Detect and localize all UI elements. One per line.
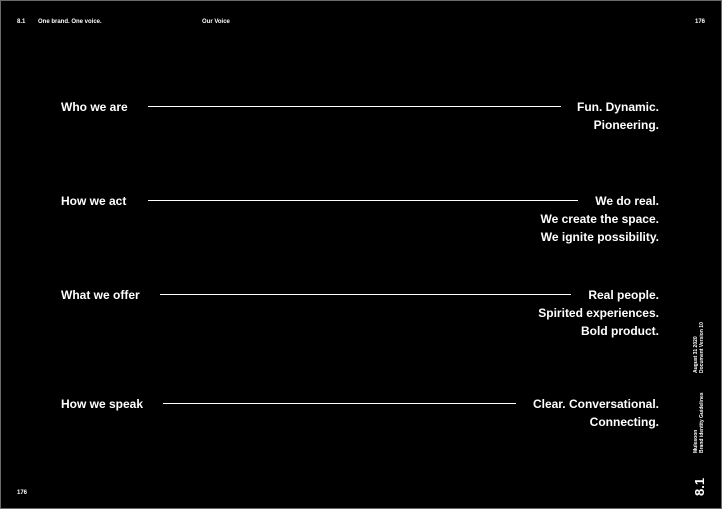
row-value-line: Clear. Conversational.: [532, 397, 659, 411]
row-label-who-we-are: Who we are: [61, 100, 128, 114]
sidebar-section-number: 8.1: [692, 477, 707, 496]
row-divider-line: [160, 294, 571, 295]
row-label-how-we-speak: How we speak: [61, 397, 144, 411]
sidebar-guidelines: Brand identity Guidelines: [699, 392, 705, 453]
row-value-line: Spirited experiences.: [538, 306, 659, 320]
row-label-what-we-offer: What we offer: [61, 288, 140, 302]
sidebar-brand-block: Mulesoon Brand identity Guidelines: [693, 392, 705, 453]
row-value-how-we-speak: Clear. Conversational. Connecting.: [533, 395, 659, 431]
row-value-line: Real people.: [588, 288, 659, 302]
row-value-line: Bold product.: [581, 324, 659, 338]
row-value-who-we-are: Fun. Dynamic. Pioneering.: [577, 98, 659, 134]
header-page-number: 176: [695, 19, 706, 25]
row-divider-line: [148, 106, 561, 107]
header-section-number: 8.1: [17, 19, 26, 25]
row-value-what-we-offer: Real people. Spirited experiences. Bold …: [538, 286, 659, 340]
row-value-line: Connecting.: [589, 415, 659, 429]
header-title: One brand. One voice.: [38, 19, 102, 25]
sidebar-document-version: Document Version 10: [699, 322, 705, 373]
row-value-line: We create the space.: [540, 212, 659, 226]
row-label-how-we-act: How we act: [61, 194, 127, 208]
row-value-line: We do real.: [595, 194, 659, 208]
row-divider-line: [163, 403, 516, 404]
row-value-line: Fun. Dynamic.: [576, 100, 659, 114]
row-value-line: Pioneering.: [593, 118, 659, 132]
sidebar-date-block: August 31 2020 Document Version 10: [693, 322, 705, 373]
header-subtitle: Our Voice: [202, 19, 230, 25]
row-value-line: We ignite possibility.: [540, 230, 659, 244]
footer-page-number: 176: [17, 490, 28, 496]
row-value-how-we-act: We do real. We create the space. We igni…: [540, 192, 659, 246]
row-divider-line: [148, 200, 578, 201]
